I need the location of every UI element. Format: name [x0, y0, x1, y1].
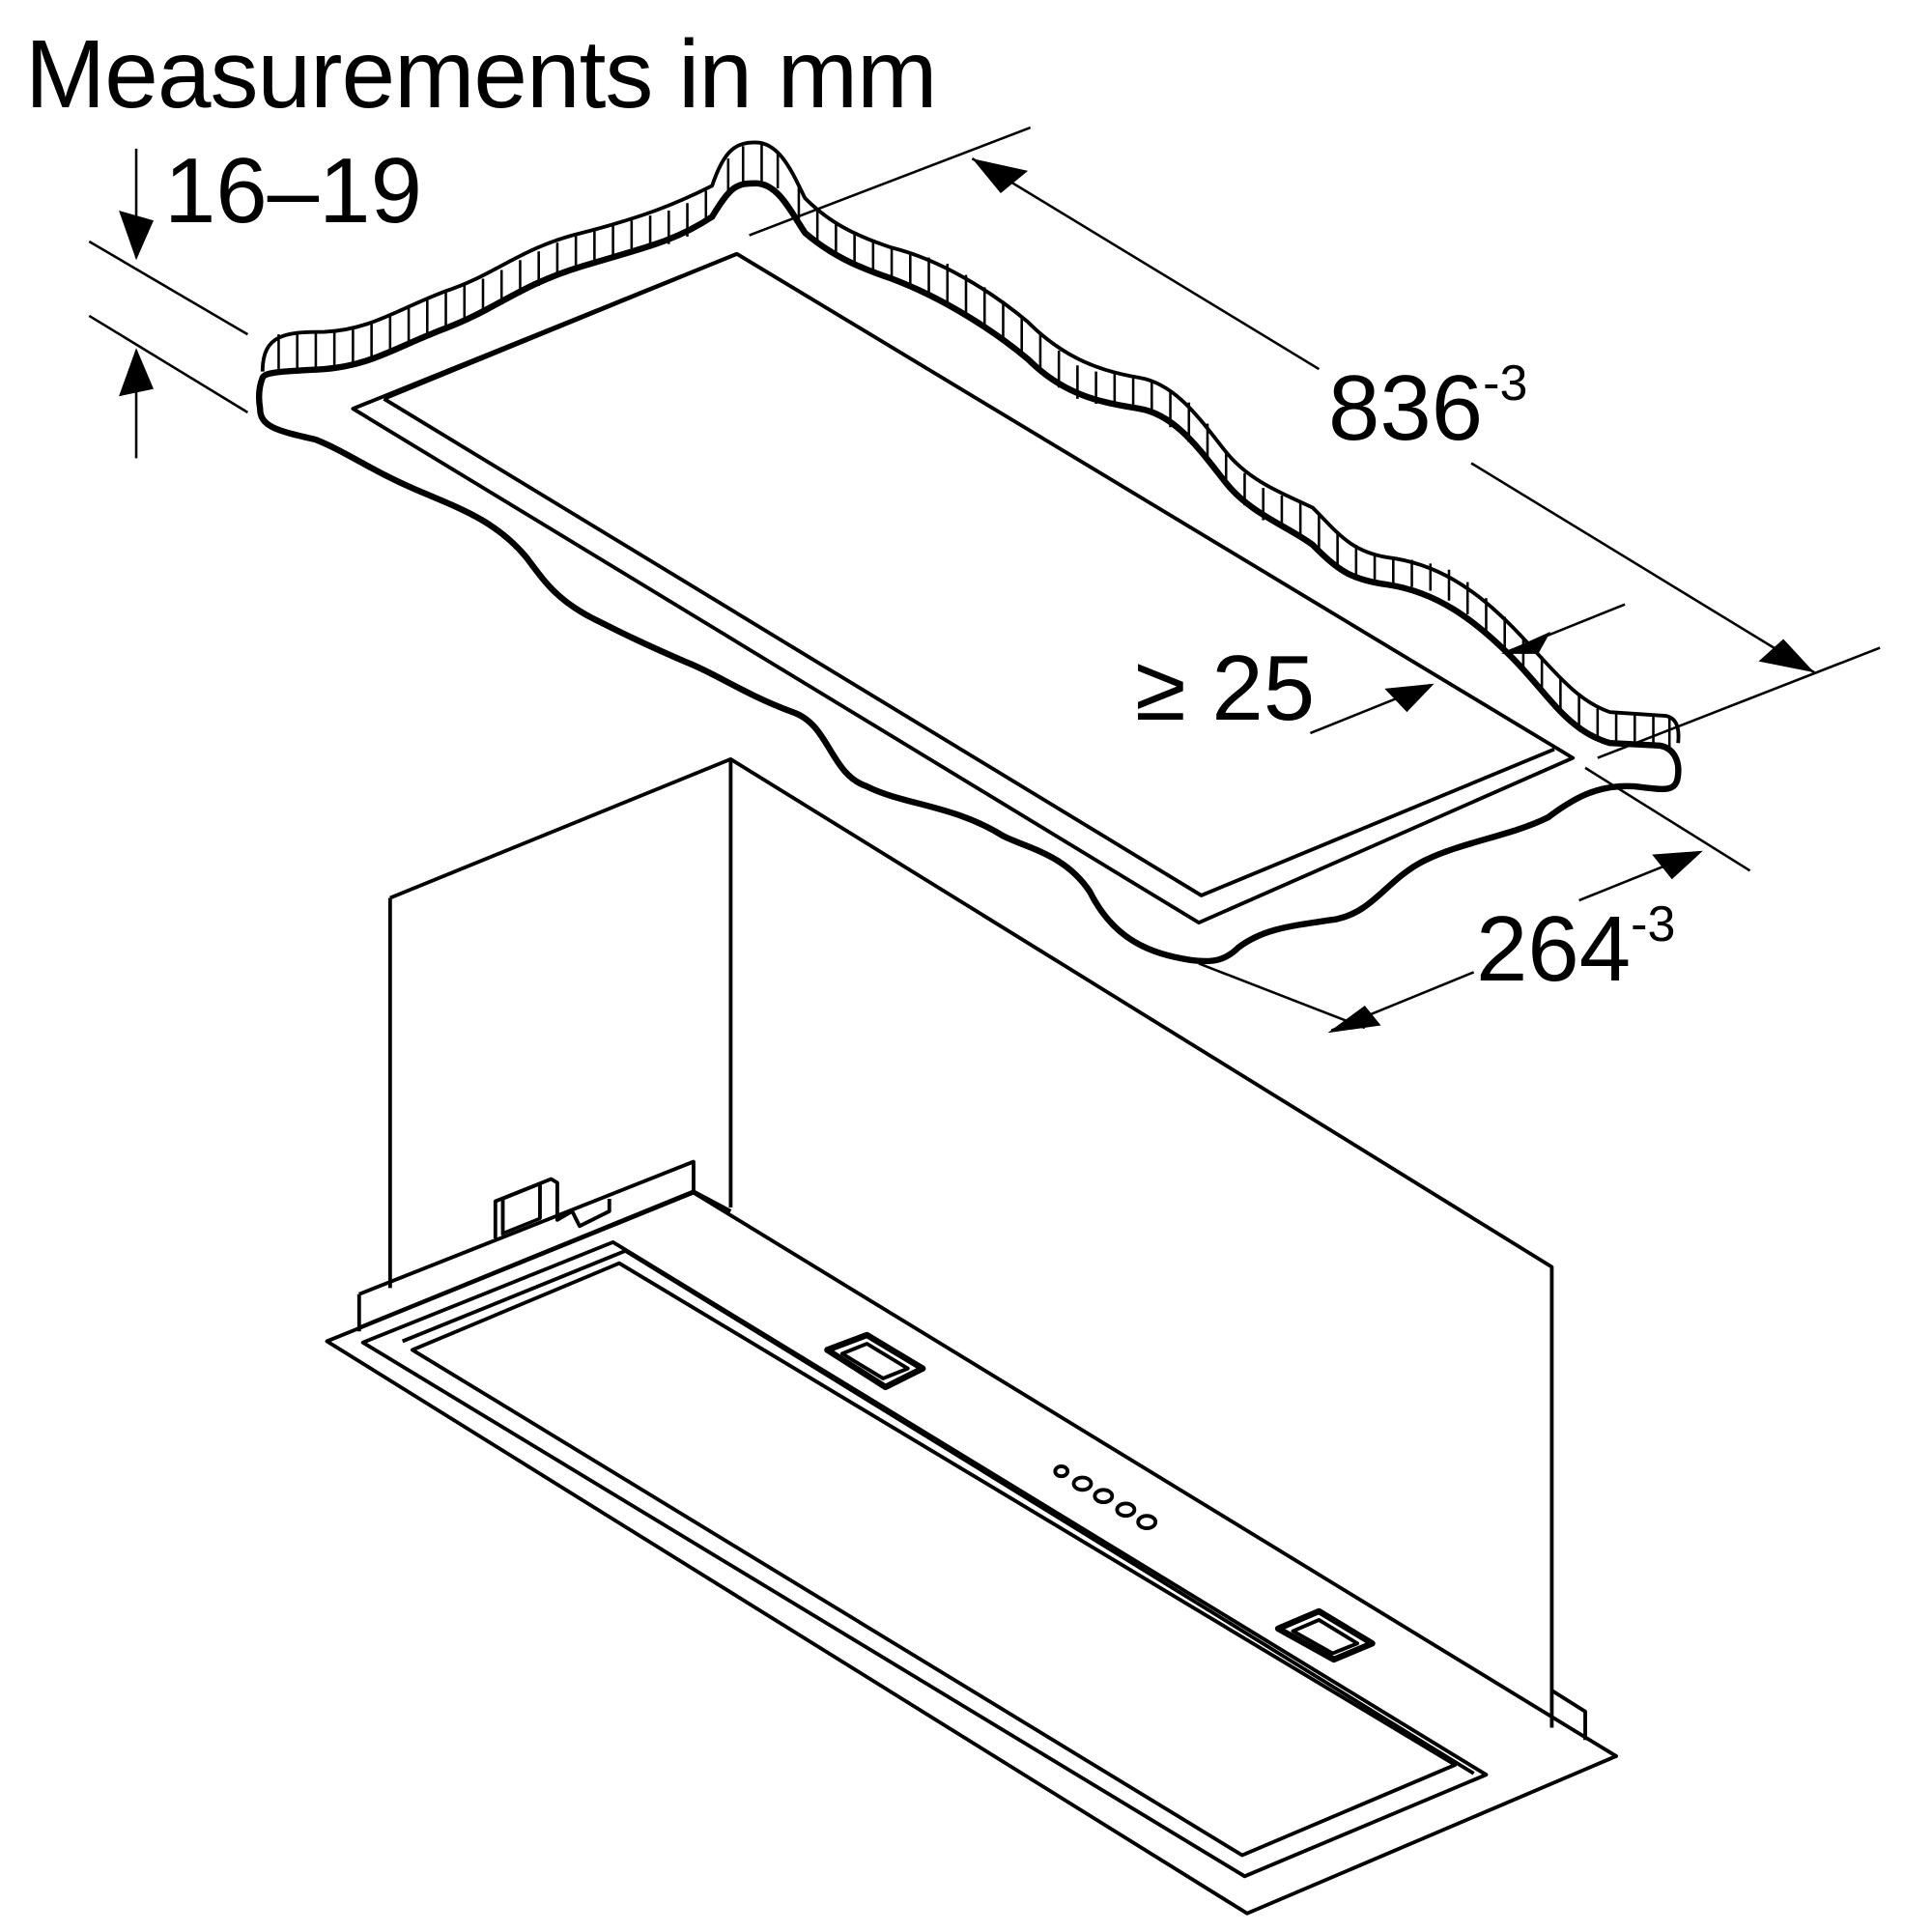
- arrow-upleft-icon: [972, 158, 1029, 193]
- measurements-title: Measurements in mm: [25, 20, 937, 128]
- arrow-downright-icon: [1758, 639, 1815, 673]
- dim-panel-thickness: 16–19: [164, 139, 422, 242]
- filter-handle-icon: [824, 1331, 926, 1391]
- dimension-arrows: [119, 158, 1815, 1034]
- control-buttons: [1053, 1464, 1158, 1530]
- button-icon: [1093, 1488, 1115, 1505]
- filter-handle-icon: [1274, 1607, 1376, 1663]
- dimension-lines: [88, 126, 1881, 1032]
- dim-cutout-length: 836-3: [1328, 355, 1528, 460]
- dim-cutout-width: 264-3: [1476, 896, 1676, 1001]
- arrow-up-icon: [119, 348, 154, 397]
- button-icon: [1071, 1475, 1094, 1492]
- cutout-outline: [351, 251, 1576, 925]
- button-icon: [1136, 1514, 1158, 1530]
- cabinet-panel: [255, 140, 1682, 965]
- arrow-downleft-icon: [1500, 631, 1551, 654]
- button-icon: [1115, 1501, 1137, 1519]
- arrow-downleft-icon: [1327, 1006, 1381, 1034]
- button-icon: [1053, 1464, 1070, 1479]
- arrow-upright-icon: [1652, 850, 1703, 880]
- arrow-down-icon: [119, 210, 154, 261]
- arrow-upright-icon: [1384, 683, 1435, 713]
- cooker-hood: [325, 756, 1619, 1916]
- dim-edge-clearance: ≥ 25: [1135, 637, 1316, 740]
